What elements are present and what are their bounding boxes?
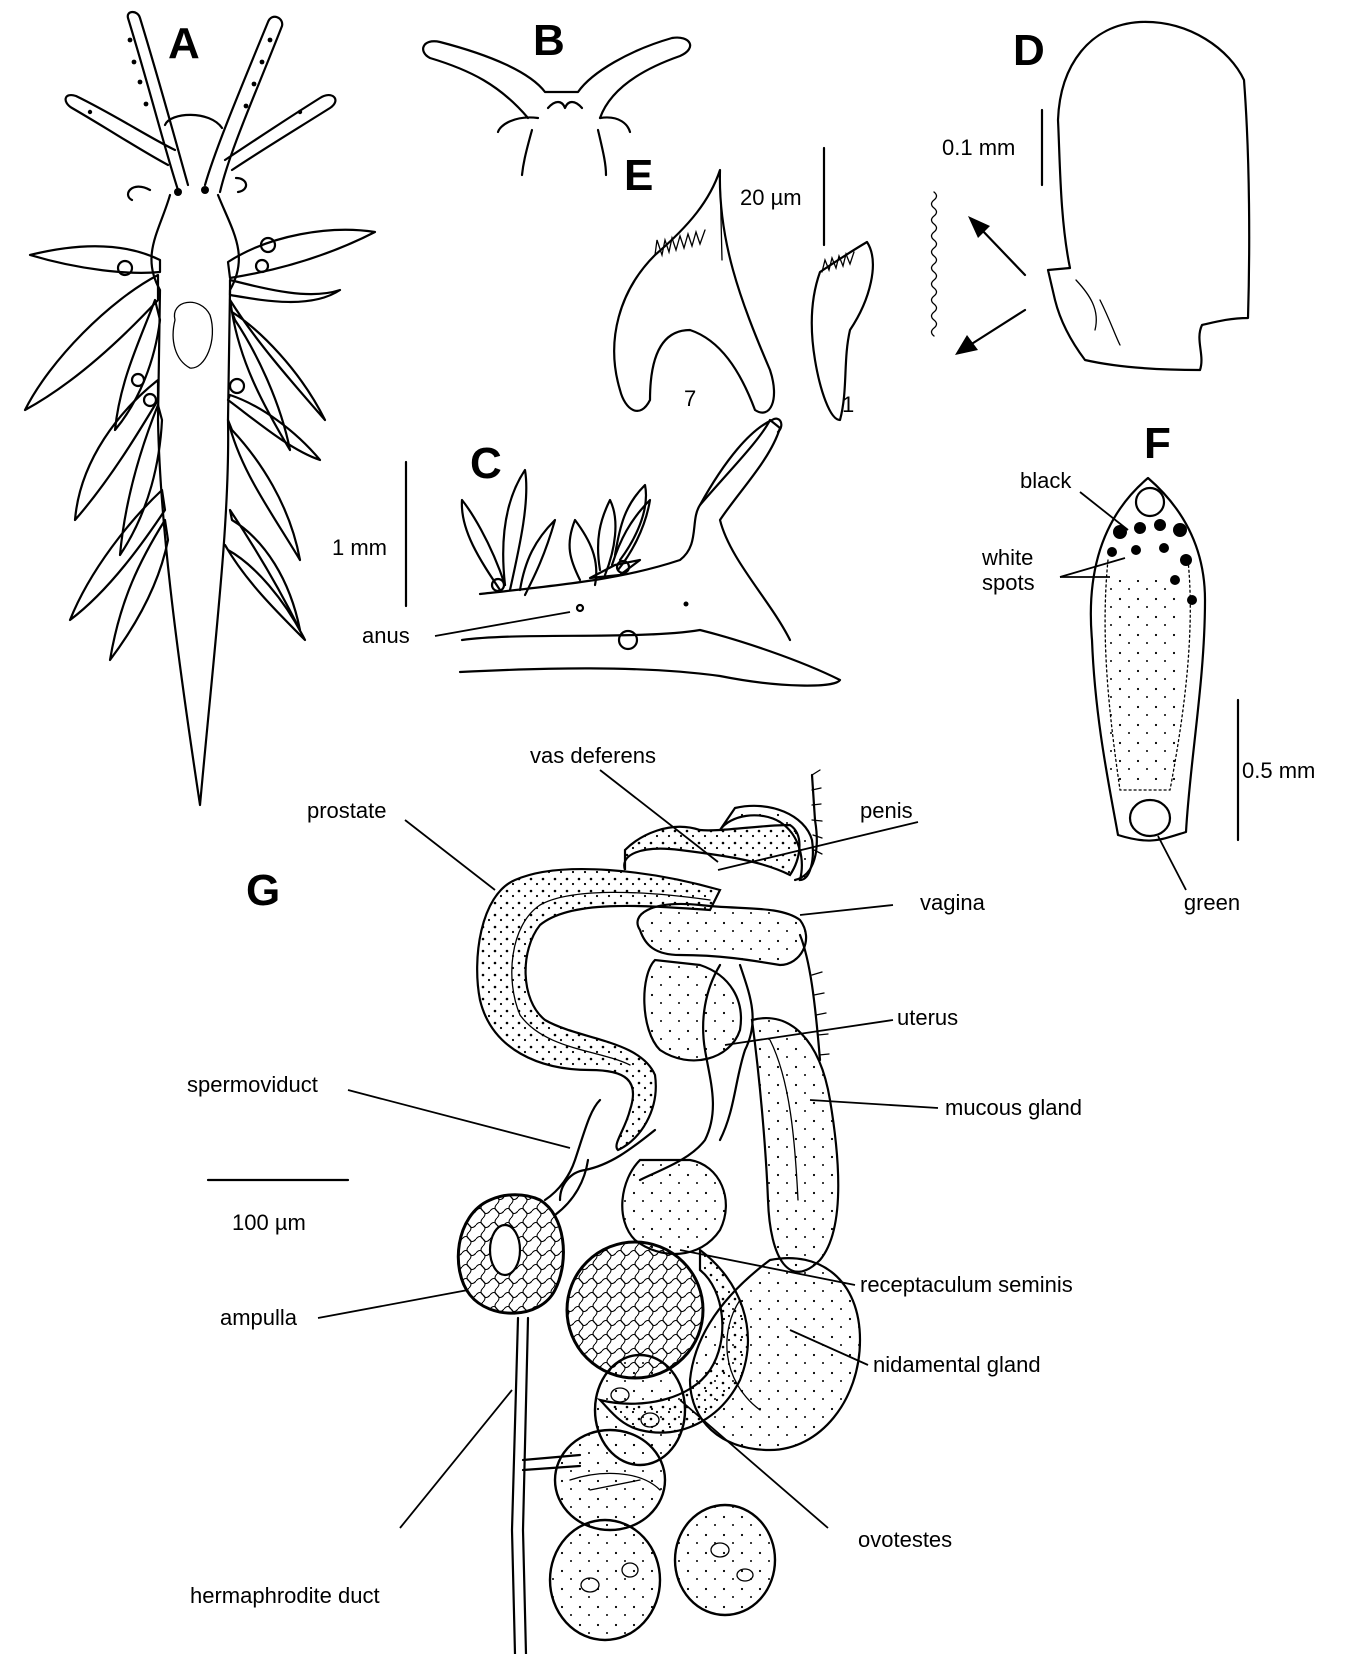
label-mucous-gland: mucous gland xyxy=(945,1095,1082,1120)
label-spermoviduct: spermoviduct xyxy=(187,1072,318,1097)
jaw-denticle-detail xyxy=(932,192,937,336)
label-vagina: vagina xyxy=(920,890,986,915)
panel-f-ceras xyxy=(1060,478,1238,890)
panel-g-reproductive-system xyxy=(208,770,938,1654)
scalebar-g-label: 100 µm xyxy=(232,1210,306,1235)
tooth-7-label: 7 xyxy=(684,386,696,411)
panel-label-e: E xyxy=(624,151,653,200)
white-spots-label-line2: spots xyxy=(982,570,1035,595)
green-label: green xyxy=(1184,890,1240,915)
panel-label-a: A xyxy=(168,19,200,68)
label-prostate: prostate xyxy=(307,798,387,823)
panel-label-g: G xyxy=(246,866,280,915)
panel-a-animal-dorsal xyxy=(25,12,375,805)
green-leader xyxy=(1158,836,1186,890)
vagina-shape xyxy=(638,904,807,965)
panel-label-f: F xyxy=(1144,419,1171,468)
anus-leader xyxy=(435,612,570,636)
scalebar-c-label: 1 mm xyxy=(332,535,387,560)
label-vas-deferens: vas deferens xyxy=(530,743,656,768)
penis-shape xyxy=(624,825,799,875)
white-spots-leader-1 xyxy=(1060,558,1125,577)
mucous-gland-shape xyxy=(752,1018,838,1272)
label-penis: penis xyxy=(860,798,913,823)
label-receptaculum-seminis: receptaculum seminis xyxy=(860,1272,1073,1297)
scalebar-f-label: 0.5 mm xyxy=(1242,758,1315,783)
panel-label-c: C xyxy=(470,439,502,488)
scalebar-e-label: 20 µm xyxy=(740,185,802,210)
panel-d-jaw xyxy=(932,22,1250,370)
panel-label-b: B xyxy=(533,16,565,65)
label-hermaphrodite-duct: hermaphrodite duct xyxy=(190,1583,380,1608)
label-uterus: uterus xyxy=(897,1005,958,1030)
black-leader xyxy=(1080,492,1128,530)
panel-label-d: D xyxy=(1013,26,1045,75)
tooth-1-label: 1 xyxy=(842,392,854,417)
scalebar-d-label: 0.1 mm xyxy=(942,135,1015,160)
label-ovotestes: ovotestes xyxy=(858,1527,952,1552)
label-ampulla: ampulla xyxy=(220,1305,298,1330)
black-label: black xyxy=(1020,468,1072,493)
anus-label: anus xyxy=(362,623,410,648)
label-nidamental-gland: nidamental gland xyxy=(873,1352,1041,1377)
white-spots-label-line1: white xyxy=(981,545,1033,570)
